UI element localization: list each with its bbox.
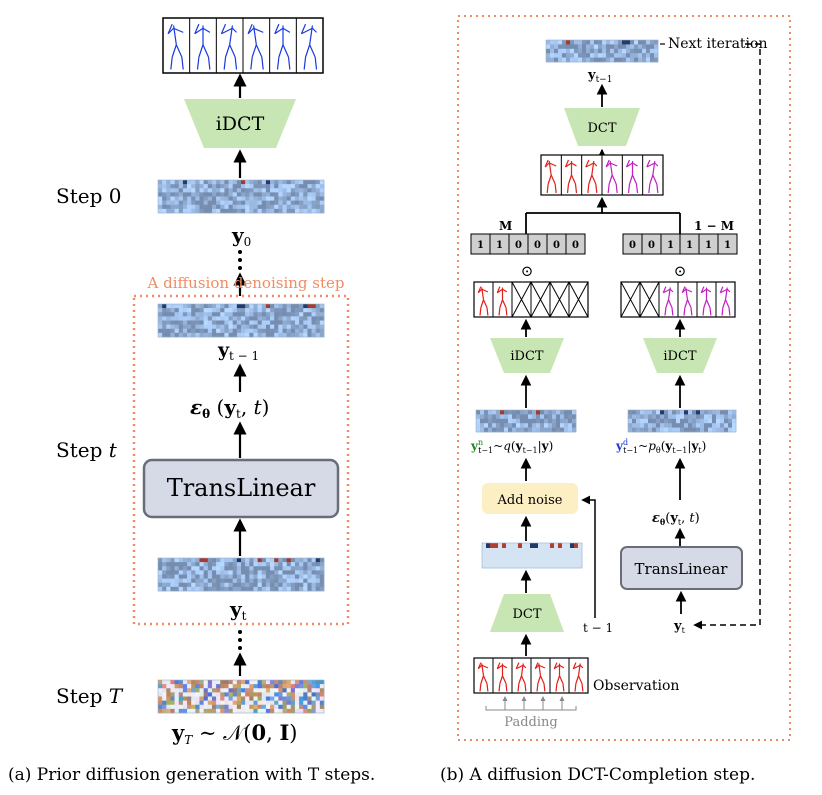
svg-text:0: 0 (648, 240, 655, 251)
yt-heatmap (157, 557, 325, 592)
padding-label: Padding (504, 715, 557, 730)
left-noisy-heatmap (475, 409, 577, 433)
denoising-step-label: A diffusion denoising step (147, 274, 345, 292)
ellipsis-dots-upper (238, 250, 242, 270)
idct-trapezoid (184, 99, 296, 148)
add-noise-label: Add noise (497, 493, 563, 508)
yT-heatmap (157, 679, 325, 714)
inv-mask-vector: 0 0 1 1 1 1 (622, 233, 738, 255)
r-yt-label: yt (673, 619, 686, 635)
eps-label: εθ (yt, t) (190, 395, 269, 421)
t-minus-1-label: t − 1 (583, 621, 613, 635)
svg-text:1: 1 (686, 240, 693, 251)
svg-text:0: 0 (515, 240, 522, 251)
stepT-label: Step T (56, 684, 124, 708)
svg-text:1: 1 (477, 240, 484, 251)
odot-left: ⊙ (521, 262, 534, 280)
next-iteration-loop (693, 43, 761, 630)
svg-text:1: 1 (705, 240, 712, 251)
right-denoised-heatmap (627, 409, 737, 433)
observation-label: Observation (593, 678, 679, 694)
left-masked-poses (473, 281, 589, 318)
idct-label: iDCT (216, 113, 265, 135)
left-caption: (a) Prior diffusion generation with T st… (8, 765, 375, 785)
svg-text:0: 0 (629, 240, 636, 251)
right-caption: (b) A diffusion DCT-Completion step. (440, 765, 755, 785)
inv-mask-label: 1 − M (694, 219, 734, 233)
svg-text:0: 0 (534, 240, 541, 251)
next-iteration-label: Next iteration (668, 36, 767, 52)
svg-text:0: 0 (553, 240, 560, 251)
dct-top-label: DCT (587, 121, 616, 136)
padding-arrows (485, 696, 577, 711)
right-masked-poses (620, 281, 736, 318)
left-panel: iDCT Step 0 y0 A diffusion denoising ste… (8, 17, 375, 785)
svg-text:1: 1 (667, 240, 674, 251)
yt-label: yt (229, 597, 247, 623)
stept-label: Step t (56, 438, 118, 462)
translinear-label: TransLinear (167, 474, 316, 502)
mask-label: M (499, 219, 512, 233)
yT-label: yT ∼ 𝒩(0, I) (171, 720, 298, 747)
translinear-block (142, 458, 340, 519)
idct-right-trapezoid (643, 338, 717, 373)
r-ytm1-heatmap (545, 39, 659, 63)
observed-dct-heatmap (481, 542, 583, 569)
denoising-step-box (132, 294, 350, 626)
svg-text:0: 0 (572, 240, 579, 251)
r-eps-label: εθ(yt, t) (652, 511, 700, 527)
ytm1-label: yt − 1 (217, 339, 259, 363)
svg-text:1: 1 (724, 240, 731, 251)
y0-heatmap (157, 179, 325, 214)
odot-right: ⊙ (674, 262, 687, 280)
add-noise-box (482, 483, 578, 514)
svg-text:1: 1 (496, 240, 503, 251)
generated-pose-strip (162, 17, 324, 74)
r-translinear-label: TransLinear (635, 560, 729, 578)
idct-left-trapezoid (490, 338, 564, 373)
mask-vector: 1 1 0 0 0 0 (470, 233, 586, 255)
merged-pose-strip (540, 154, 664, 196)
r-translinear-block (620, 546, 743, 590)
right-panel: yt−1 Next iteration DCT M 1 − M 1 1 0 0 0 0 0… (440, 15, 791, 785)
dct-bottom-label: DCT (512, 607, 541, 622)
observation-pose-strip (473, 657, 589, 694)
ytm1-heatmap (157, 303, 325, 338)
step0-label: Step 0 (56, 184, 121, 208)
t-minus-1-arrow (581, 495, 596, 618)
dct-bottom-trapezoid (490, 594, 564, 632)
r-ytm1-label: yt−1 (587, 68, 612, 85)
idct-right-label: iDCT (663, 349, 697, 364)
ellipsis-dots-lower (238, 630, 242, 650)
dct-top-trapezoid (564, 108, 640, 146)
idct-left-label: iDCT (510, 349, 544, 364)
y0-label: y0 (231, 223, 251, 249)
